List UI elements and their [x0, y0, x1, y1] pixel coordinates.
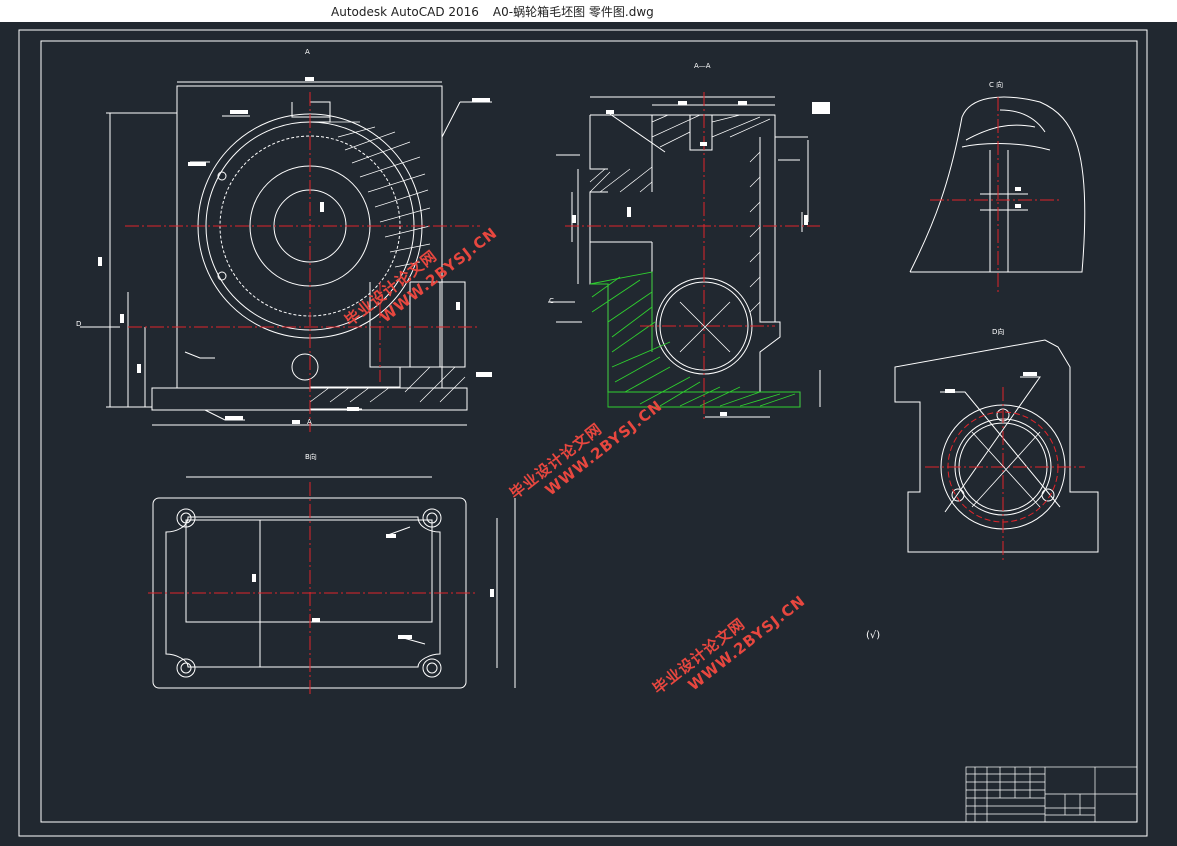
drawing-canvas[interactable]: A A D C A—A C 向 D向 B向 (√) 毕业设计论文网 WWW.2B…: [0, 22, 1177, 846]
document-title: A0-蜗轮箱毛坯图 零件图.dwg: [492, 5, 654, 19]
sheet-outer-border: [18, 29, 1148, 837]
view-d-label: D向: [992, 328, 1005, 336]
cad-drawing: [18, 29, 1148, 837]
view-c-label: C 向: [989, 81, 1004, 89]
window-title: Autodesk AutoCAD 2016 A0-蜗轮箱毛坯图 零件图.dwg: [331, 3, 654, 20]
center-lines: [125, 92, 1085, 694]
app-title: Autodesk AutoCAD 2016: [331, 5, 479, 19]
sheet-inner-border: [40, 40, 1138, 823]
surface-roughness-note: (√): [866, 630, 881, 641]
title-block: [965, 766, 1138, 823]
section-aa-view: [548, 96, 821, 418]
view-c: [909, 96, 1086, 273]
view-mark-c: C: [549, 297, 554, 305]
front-view-hatch: [309, 121, 466, 403]
section-mark-a-bottom: A: [307, 418, 312, 426]
view-mark-d: D: [76, 320, 82, 328]
title-bar: Autodesk AutoCAD 2016 A0-蜗轮箱毛坯图 零件图.dwg: [0, 0, 1177, 22]
bolt-circle: [947, 411, 1059, 523]
section-aa-green-fill: [589, 271, 801, 408]
view-b: [152, 476, 516, 689]
view-d: [894, 339, 1099, 553]
section-aa-hatch: [589, 114, 771, 313]
view-b-label: B向: [305, 453, 317, 461]
section-aa-label: A—A: [694, 62, 711, 70]
dimension-marks: [98, 77, 1037, 639]
section-mark-a-top: A: [305, 48, 310, 56]
